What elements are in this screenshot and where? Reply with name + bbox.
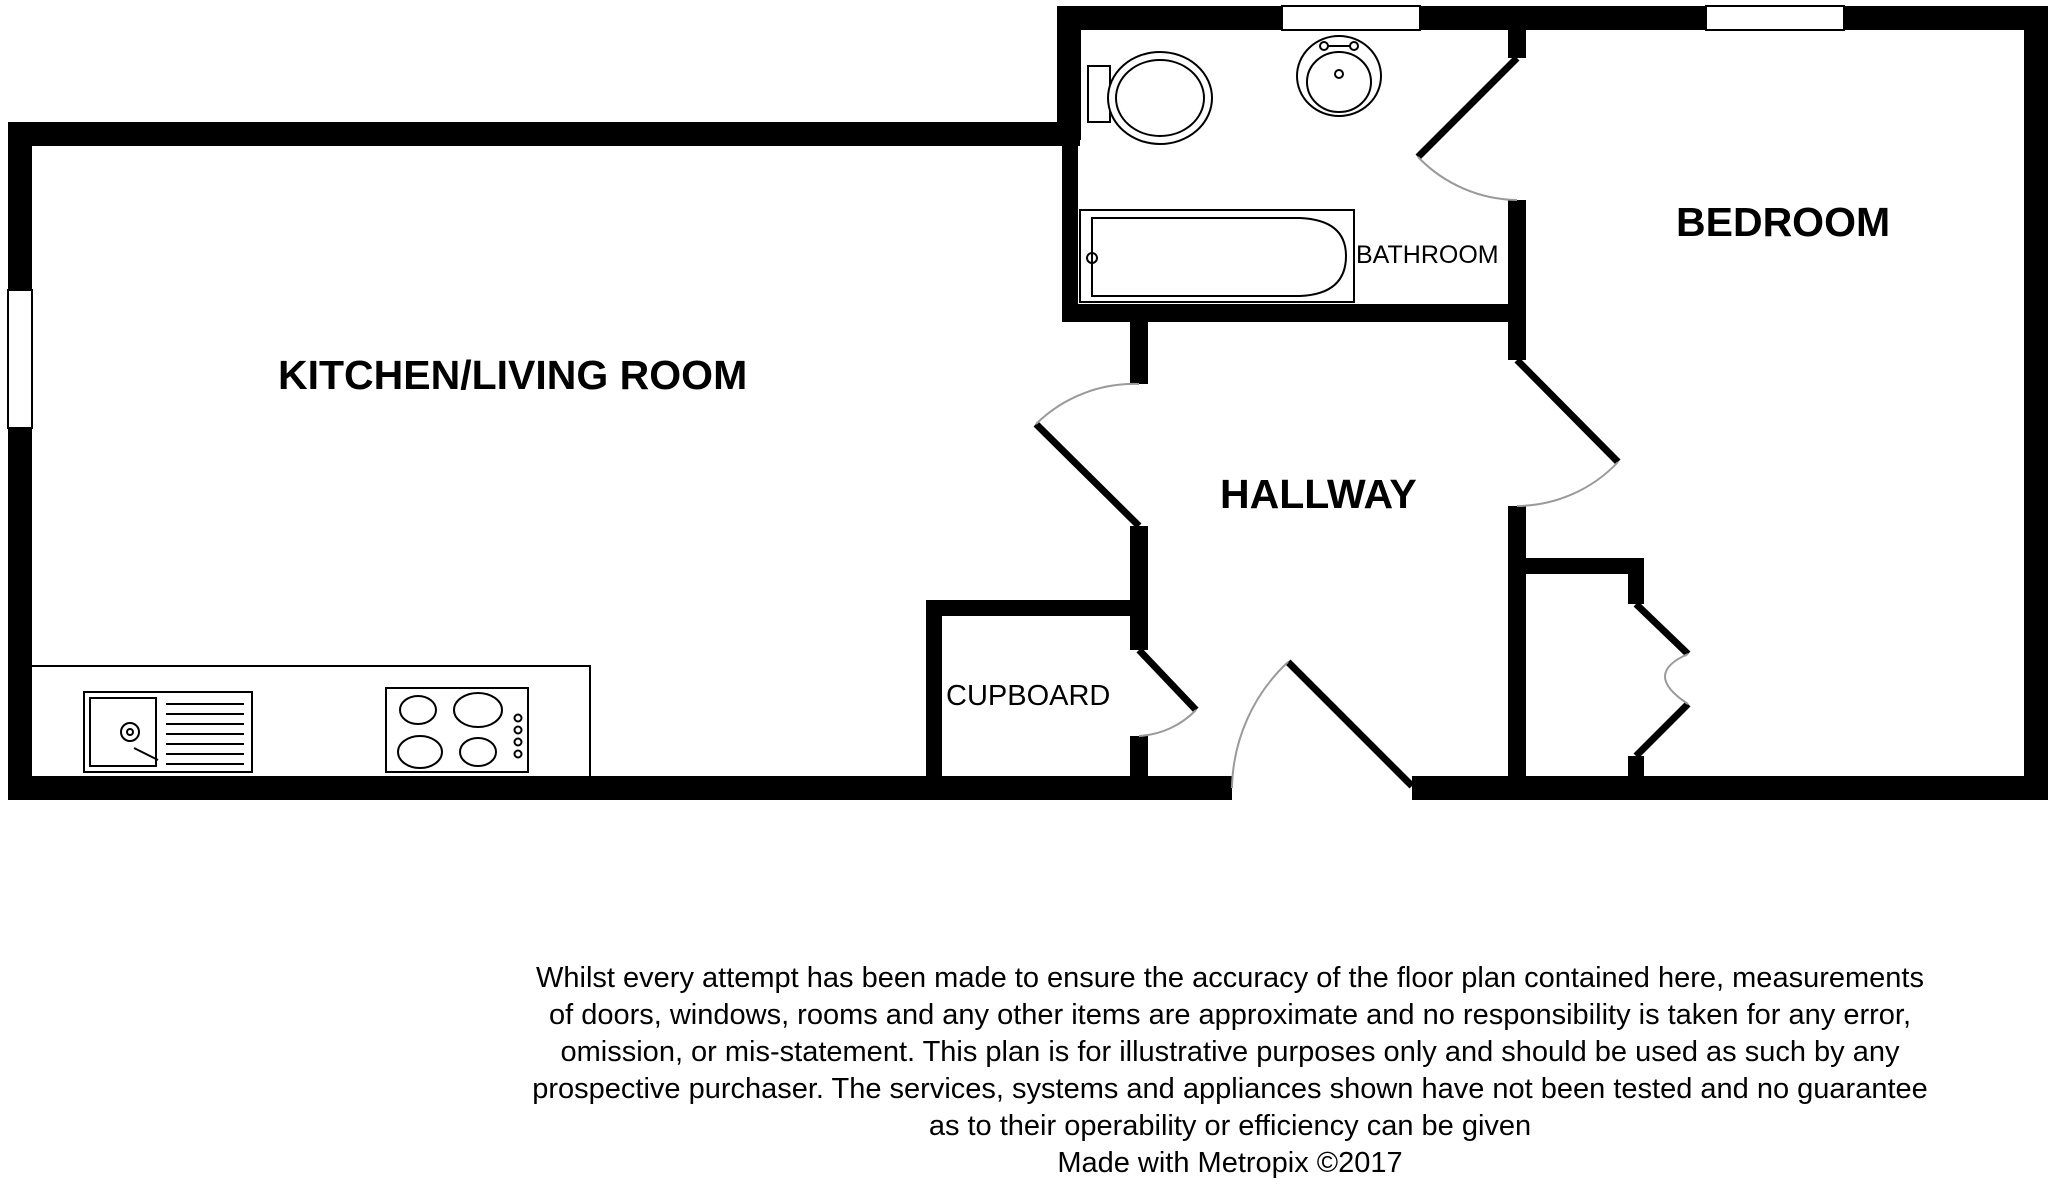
disclaimer: Whilst every attempt has been made to en… — [430, 960, 2030, 1182]
sink-icon — [83, 691, 253, 773]
window-bedroom — [1705, 5, 1845, 31]
disclaimer-line: of doors, windows, rooms and any other i… — [548, 999, 1912, 1031]
wall-right — [2024, 6, 2048, 800]
wall-bottom-right — [1412, 776, 2044, 800]
hob-icon — [385, 687, 529, 773]
door-wardrobe-upper — [1633, 601, 1691, 657]
wall-bath-bedroom — [1508, 6, 1526, 58]
door-cupboard — [1136, 647, 1199, 713]
door-wardrobe-lower — [1633, 701, 1691, 759]
window-kitchen — [7, 289, 33, 429]
door-kitchen-swing — [1035, 382, 1140, 425]
wall-bath-bedroom-lower — [1508, 200, 1526, 360]
wall-bottom-left — [8, 776, 1232, 800]
door-cupboard-swing — [1138, 709, 1197, 737]
kitchen-worktop — [32, 665, 591, 776]
wall-bath-left — [1062, 140, 1078, 320]
door-kitchen — [1033, 421, 1142, 529]
wall-kitchen-left — [8, 122, 32, 800]
door-bathroom-swing — [1417, 156, 1518, 201]
wall-wardrobe-right — [1628, 558, 1644, 604]
disclaimer-line: prospective purchaser. The services, sys… — [532, 1073, 1928, 1105]
disclaimer-line: as to their operability or efficiency ca… — [928, 1110, 1532, 1142]
room-label-hallway: HALLWAY — [1220, 471, 1417, 517]
room-label-bedroom: BEDROOM — [1676, 199, 1890, 245]
credit-line: Made with Metropix ©2017 — [1057, 1147, 1403, 1179]
door-entrance — [1285, 659, 1415, 789]
door-entrance-swing — [1231, 661, 1289, 789]
disclaimer-line: Whilst every attempt has been made to en… — [536, 962, 1924, 994]
door-bathroom — [1415, 55, 1520, 160]
room-label-cupboard: CUPBOARD — [946, 680, 1110, 712]
wall-kitchen-top — [8, 122, 1080, 146]
disclaimer-line: omission, or mis-statement. This plan is… — [560, 1036, 1900, 1068]
wall-wardrobe-top — [1508, 558, 1644, 574]
walls — [8, 6, 2048, 800]
wall-hall-bedroom-lower — [1508, 506, 1526, 800]
room-label-bathroom: BATHROOM — [1356, 241, 1499, 269]
wall-cupboard-left — [926, 600, 942, 800]
room-label-kitchen-living: KITCHEN/LIVING ROOM — [278, 352, 747, 398]
wall-hall-kitchen-mid — [1130, 526, 1148, 650]
window-bathroom — [1281, 5, 1421, 31]
bath-icon — [1079, 209, 1355, 303]
wall-cupboard-top — [926, 600, 1148, 616]
door-bedroom-swing — [1516, 461, 1619, 507]
wall-bath-bottom — [1062, 304, 1526, 322]
wall-upper-left — [1057, 6, 1081, 140]
door-bedroom — [1514, 357, 1621, 465]
basin-icon — [1296, 35, 1382, 117]
wall-hall-kitchen-low — [1130, 736, 1148, 800]
door-wardrobe-swing — [1664, 653, 1689, 705]
wall-wardrobe-right-low — [1628, 756, 1644, 800]
toilet-icon — [1087, 51, 1213, 145]
wall-hall-kitchen-upper — [1130, 304, 1148, 384]
wall-upper-top — [1057, 6, 2048, 30]
